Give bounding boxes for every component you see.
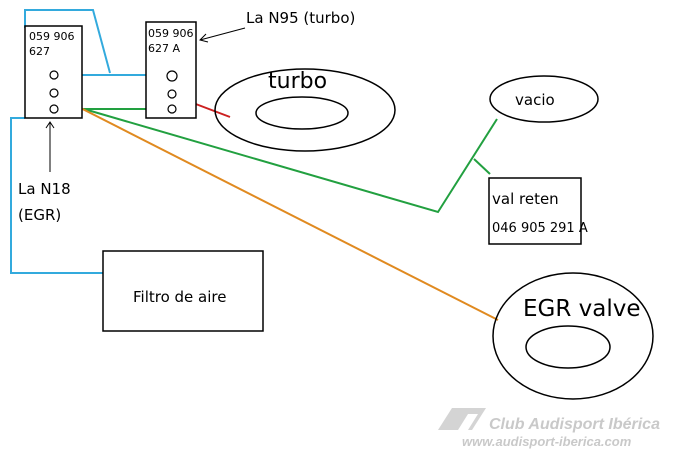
watermark-url: www.audisport-iberica.com bbox=[462, 434, 632, 449]
watermark-logo bbox=[438, 408, 486, 430]
egr-valve-outer bbox=[492, 272, 654, 400]
filtro-label: Filtro de aire bbox=[133, 288, 226, 306]
val-reten-name: val reten bbox=[492, 190, 559, 208]
egr-valve-inner bbox=[525, 325, 611, 369]
n95-label-arrow bbox=[199, 27, 246, 41]
n18-arrowhead bbox=[45, 121, 55, 129]
watermark-logo-stripe bbox=[458, 414, 478, 430]
n95-label: La N95 (turbo) bbox=[246, 9, 355, 27]
n95-port-bottom bbox=[167, 104, 177, 114]
n18-label-line1: La N18 bbox=[18, 180, 71, 198]
val-reten-part: 046 905 291 A bbox=[492, 221, 588, 236]
turbo-label: turbo bbox=[268, 69, 327, 94]
orange-hose-egr bbox=[54, 94, 499, 321]
n18-port-top bbox=[49, 70, 59, 80]
turbo-inner bbox=[255, 96, 349, 130]
green-hose-vacuum bbox=[83, 108, 498, 214]
n18-port-bottom bbox=[49, 104, 59, 114]
n95-valve-box bbox=[145, 21, 197, 119]
val-reten-box bbox=[488, 177, 582, 245]
egr-valve-label: EGR valve bbox=[523, 296, 641, 322]
n95-part-line2: 627 A bbox=[148, 42, 180, 55]
blue-hose-filter bbox=[10, 117, 103, 274]
n18-port-middle bbox=[49, 88, 59, 98]
n95-port-top bbox=[166, 70, 178, 82]
n95-port-middle bbox=[167, 89, 177, 99]
n95-part-line1: 059 906 bbox=[148, 27, 194, 40]
n18-part-line1: 059 906 bbox=[29, 30, 75, 43]
filtro-box bbox=[102, 250, 264, 332]
green-hose-branch bbox=[473, 158, 491, 175]
n18-label-line2: (EGR) bbox=[18, 206, 61, 224]
vacio-label: vacio bbox=[515, 91, 555, 109]
watermark-brand: Club Audisport Ibérica bbox=[489, 416, 660, 433]
n95-arrowhead bbox=[199, 33, 209, 43]
turbo-outer bbox=[214, 68, 396, 152]
n18-part-line2: 627 bbox=[29, 45, 50, 58]
n18-valve-box bbox=[24, 25, 83, 119]
vacio-ellipse bbox=[489, 75, 599, 123]
blue-hose-top bbox=[24, 9, 111, 74]
